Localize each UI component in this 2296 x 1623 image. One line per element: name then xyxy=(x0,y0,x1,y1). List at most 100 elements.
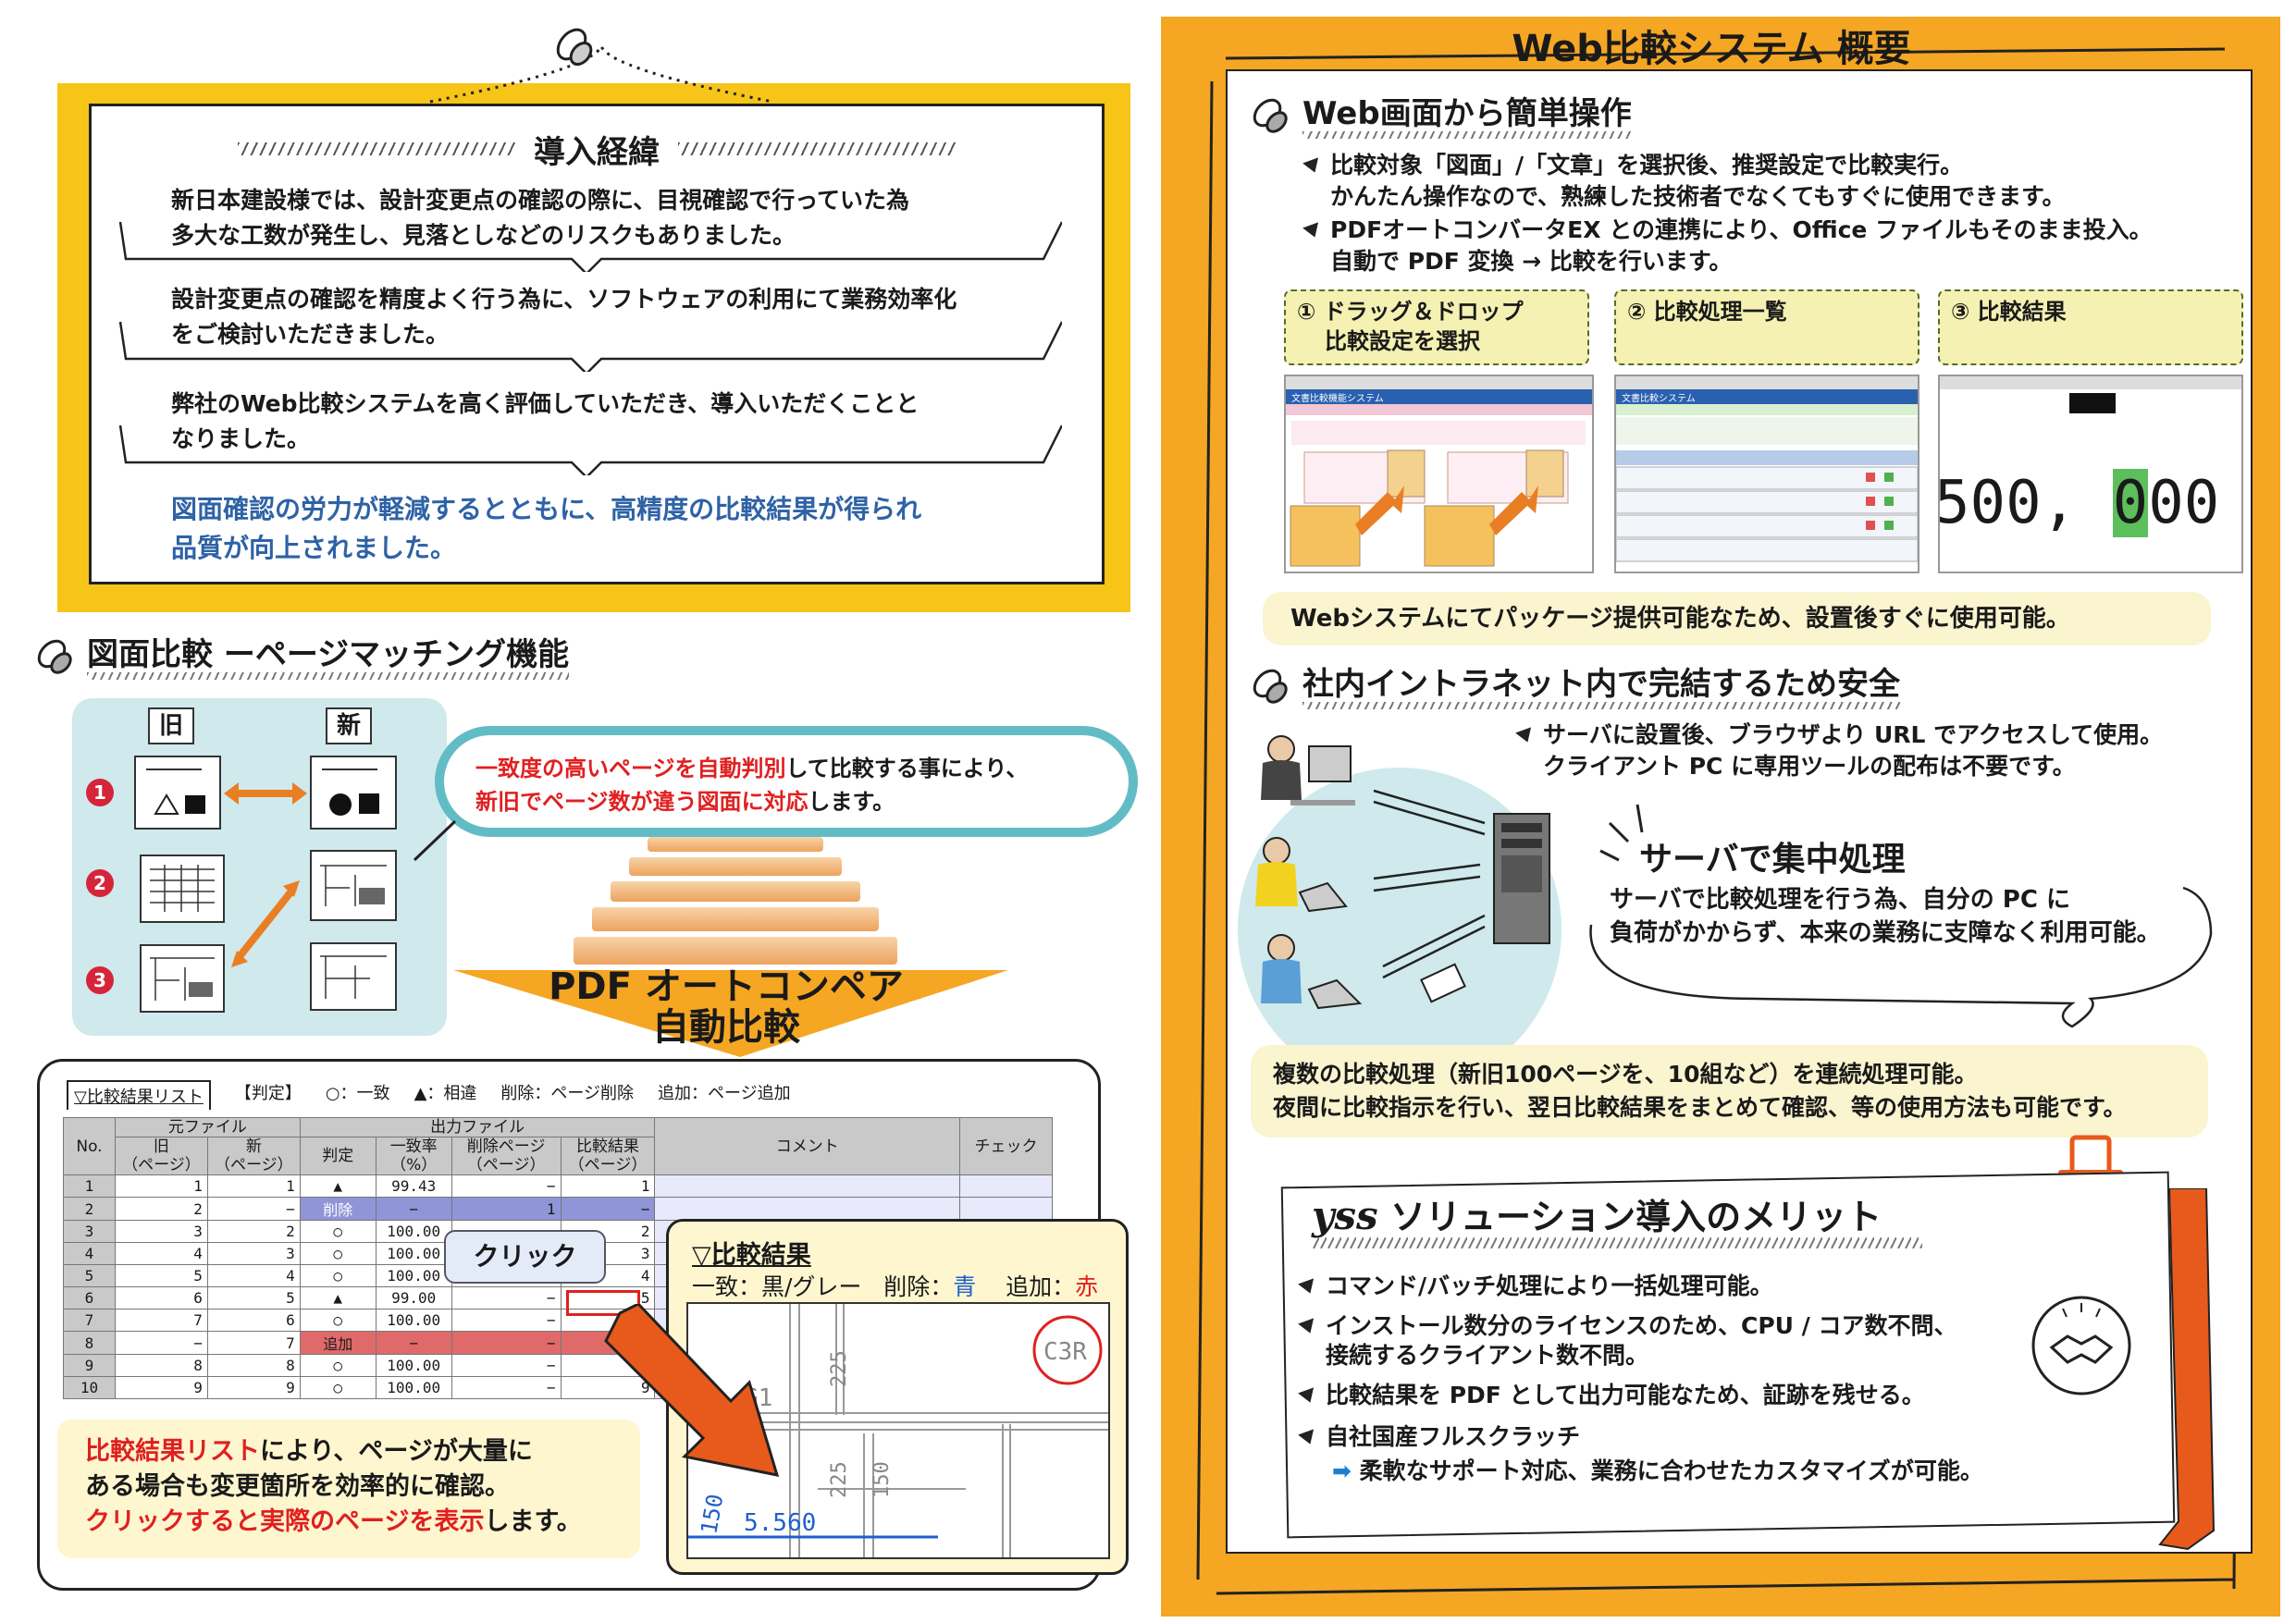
cell-check[interactable] xyxy=(959,1197,1053,1221)
old-page-3-thumbnail xyxy=(140,944,225,1013)
clicked-cell-highlight[interactable] xyxy=(566,1290,640,1316)
diagonal-arrow-icon xyxy=(231,880,300,967)
handshake-icon xyxy=(2031,1296,2131,1396)
cell-new: 7 xyxy=(206,1331,301,1355)
cell-rate: 100.00 xyxy=(375,1354,452,1377)
cell-rate: 100.00 xyxy=(375,1242,452,1265)
web-bullet-2: PDFオートコンバータEX との連携により、Office ファイルもそのまま投入… xyxy=(1302,215,2153,277)
merit-item-2: インストール数分のライセンスのため、CPU / コア数不問、 接続するクライアン… xyxy=(1298,1311,1957,1371)
click-bubble: クリック xyxy=(444,1230,606,1284)
cell-new: 6 xyxy=(206,1309,301,1332)
cell-rate: 100.00 xyxy=(375,1220,452,1243)
cell-comment[interactable] xyxy=(654,1197,961,1221)
result-list-tab[interactable]: ▽比較結果リスト xyxy=(67,1080,211,1110)
emphasis-lines-icon xyxy=(1599,804,1644,862)
cell-no: 9 xyxy=(63,1354,116,1377)
new-label: 新 xyxy=(326,707,372,744)
server-text-line1: サーバで比較処理を行う為、自分の PC に xyxy=(1610,886,2070,914)
cell-judge: ○ xyxy=(299,1376,376,1399)
cell-res[interactable]: − xyxy=(560,1197,656,1221)
server-text-line2: 負荷がかからず、本来の業務に支障なく利用可能。 xyxy=(1610,919,2161,947)
cell-no: 6 xyxy=(63,1286,116,1309)
conclusion-line1: 図面確認の労力が軽減するとともに、高精度の比較結果が得られ xyxy=(171,494,922,524)
step-1-box: ① ドラッグ＆ドロップ 比較設定を選択 xyxy=(1284,289,1589,365)
note-text-1: により、ページが大量に xyxy=(260,1437,533,1466)
pin-icon xyxy=(1253,669,1288,704)
legend-delete: 削除：ページ削除 xyxy=(500,1084,635,1103)
merit-title: yss ソリューション導入のメリット xyxy=(1312,1188,1882,1239)
cell-new: 1 xyxy=(206,1174,301,1198)
page-match-diagram xyxy=(134,756,397,1013)
bullet-triangle-icon xyxy=(1302,222,1323,240)
web-b1-line1: 比較対象「図面」/「文章」を選択後、推奨設定で比較実行。 xyxy=(1330,152,1964,178)
envelope-icon xyxy=(1420,963,1466,1003)
merit-1-text: コマンド/バッチ処理により一括処理可能。 xyxy=(1326,1273,1773,1299)
cell-old: 3 xyxy=(114,1220,208,1243)
network-diagram xyxy=(1255,735,1550,1010)
cell-dp: − xyxy=(451,1376,562,1399)
intranet-b-line1: サーバに設置後、ブラウザより URL でアクセスして使用。 xyxy=(1543,721,2164,748)
cell-rate: 99.00 xyxy=(375,1286,452,1309)
step-3-label: ③ 比較結果 xyxy=(1951,299,2067,325)
legend-diff: ▲：相違 xyxy=(414,1084,477,1103)
intro-paragraph-1: 新日本建設様では、設計変更点の確認の際に、目視確認で行っていた為 多大な工数が発… xyxy=(171,183,1031,253)
merit-item-3: 比較結果を PDF として出力可能なため、証跡を残せる。 xyxy=(1298,1381,1925,1410)
double-arrow-icon xyxy=(224,782,307,805)
intro-p3-line2: なりました。 xyxy=(171,425,311,452)
page-match-title: 図面比較 ーページマッチング機能 xyxy=(87,629,570,687)
note-text-3: します。 xyxy=(484,1507,582,1536)
pin-icon xyxy=(556,28,593,67)
legend-delete-color: 青 xyxy=(953,1273,977,1300)
legend-match-color: 一致：黒/グレー xyxy=(692,1273,862,1300)
cell-new: 8 xyxy=(206,1354,301,1377)
cell-comment[interactable] xyxy=(654,1174,961,1198)
hatch-decoration xyxy=(238,142,515,155)
cell-rate: − xyxy=(375,1331,452,1355)
cell-no: 8 xyxy=(63,1331,116,1355)
cell-res[interactable]: 9 xyxy=(560,1376,656,1399)
cell-res[interactable]: 1 xyxy=(560,1174,656,1198)
cell-dp: − xyxy=(451,1286,562,1309)
drawing-label-5560: 5.560 xyxy=(744,1509,816,1537)
cell-check[interactable] xyxy=(959,1174,1053,1198)
cell-judge: ○ xyxy=(299,1220,376,1243)
speech-outline xyxy=(1589,886,2213,1028)
bubble-highlight-2: 新旧でページ数が違う図面に対応 xyxy=(475,789,809,815)
overview-frame-border xyxy=(1196,47,2245,1595)
merit-item-1: コマンド/バッチ処理により一括処理可能。 xyxy=(1298,1272,1773,1301)
note-text-2: ある場合も変更箇所を効率的に確認。 xyxy=(85,1472,510,1501)
step-1-sublabel: 比較設定を選択 xyxy=(1325,328,1480,354)
jump-arrow-icon xyxy=(604,1304,780,1477)
cell-no: 7 xyxy=(63,1309,116,1332)
web-b2-line2: 自動で PDF 変換 → 比較を行います。 xyxy=(1330,248,1733,275)
auto-compare-banner: PDF オートコンペア 自動比較 xyxy=(435,966,1018,1048)
col-out: 出力ファイル xyxy=(299,1117,656,1137)
legend-match: ○：一致 xyxy=(325,1084,390,1103)
cell-no: 1 xyxy=(63,1174,116,1198)
cell-no: 10 xyxy=(63,1376,116,1399)
cell-new: 2 xyxy=(206,1220,301,1243)
auto-compare-arrow xyxy=(453,837,1008,1057)
cell-rate: 100.00 xyxy=(375,1309,452,1332)
merit-4-text: 自社国産フルスクラッチ xyxy=(1326,1423,1581,1450)
intro-paper xyxy=(89,104,1105,584)
step-1-label: ① ドラッグ＆ドロップ xyxy=(1297,299,1524,325)
right-arrow-icon: ➡ xyxy=(1332,1457,1352,1484)
batch-pill: 複数の比較処理（新旧100ページを、10組など）を連続処理可能。 夜間に比較指示… xyxy=(1251,1045,2208,1137)
cell-dp: − xyxy=(451,1331,562,1355)
shot-2-title: 文書比較システム xyxy=(1622,392,1696,404)
drawing-label-c3r: C3R xyxy=(1043,1338,1087,1366)
cell-new: − xyxy=(206,1197,301,1221)
cell-dp: 1 xyxy=(451,1197,562,1221)
cell-judge: ○ xyxy=(299,1354,376,1377)
banner-line-2: 自動比較 xyxy=(652,1006,800,1049)
cell-dp: − xyxy=(451,1354,562,1377)
cell-new: 9 xyxy=(206,1376,301,1399)
cell-old: 5 xyxy=(114,1264,208,1287)
flow-bracket-2 xyxy=(118,321,1062,372)
merit-title-text: ソリューション導入のメリット xyxy=(1389,1197,1882,1237)
cell-judge: 削除 xyxy=(299,1197,376,1221)
cell-no: 3 xyxy=(63,1220,116,1243)
